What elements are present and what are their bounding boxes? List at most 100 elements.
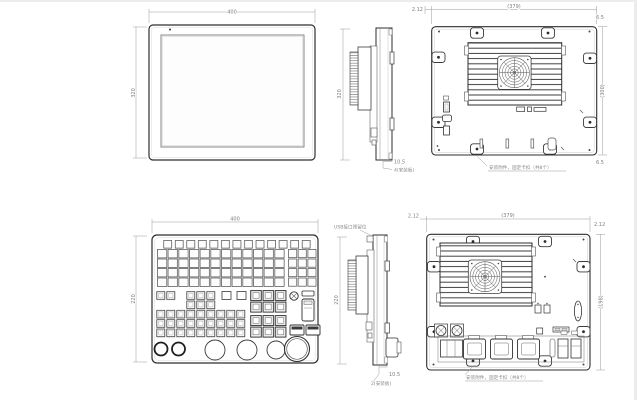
module-connector	[570, 338, 582, 359]
display-front-height-dim: 320	[131, 88, 137, 98]
mount-clip	[538, 355, 552, 367]
display-rear-clip-note: 安装附件，固定卡扣（共8个）	[489, 164, 552, 171]
display-rear-corner-bottom-dim: 6.5	[596, 160, 604, 166]
wide-key-bar	[291, 326, 303, 330]
key-group	[216, 309, 246, 338]
side-heatsink-body	[357, 46, 372, 111]
button-hole	[266, 340, 286, 360]
panel-clip	[384, 322, 390, 334]
usb-connector-side	[366, 235, 374, 243]
display-screen	[160, 34, 305, 148]
usb-port	[443, 101, 450, 113]
fan-grille	[497, 55, 532, 90]
io-connector	[527, 106, 532, 112]
side-heatsink-fins	[347, 259, 357, 311]
cable-gland	[547, 137, 557, 151]
power-led	[169, 28, 171, 31]
potentiometer-knob	[171, 341, 186, 357]
heavy-connector	[517, 338, 540, 360]
keyboard-side-usb-note: USB接口预留位	[334, 224, 367, 231]
bottom-connector-strip	[437, 330, 585, 363]
vent-slot	[479, 138, 484, 149]
keyboard-front-height-dim: 220	[131, 294, 137, 304]
db-connector	[574, 300, 583, 322]
button-hole	[204, 339, 226, 361]
scan-edge-right	[634, 0, 637, 400]
keyboard-rear-offset-dim: 2.12	[408, 214, 419, 220]
keyboard-front-width-dim: 400	[230, 217, 240, 223]
keyboard-rear-height-dim: (198)	[599, 295, 605, 308]
side-heatsink-fins	[349, 51, 359, 106]
display-front-width-dim: 400	[227, 10, 237, 16]
keyboard-rear-corner-dim: 2.12	[594, 222, 605, 228]
function-key-row	[162, 240, 312, 249]
panel-clip	[389, 51, 395, 65]
display-side-depth-dim: 10.5	[394, 160, 405, 166]
jog-key-block	[250, 315, 287, 338]
vent-slot	[505, 138, 510, 149]
keyboard-rear-width-dim: (379)	[501, 213, 514, 219]
keyboard-side-view: USB接口预留位 220 10.5	[333, 223, 402, 388]
keyboard-rear-view: 2.12 (379) 2.12 (198)	[407, 212, 606, 381]
vent-slot	[530, 138, 535, 149]
key	[236, 291, 247, 300]
mount-clip	[431, 51, 446, 63]
key-group	[186, 309, 216, 338]
mount-clip	[470, 27, 484, 39]
scan-edge-top	[0, 0, 637, 2]
display-side-view: 320 10.5 4(安装板)	[336, 27, 415, 174]
key-group	[156, 291, 176, 301]
main-key-block	[157, 249, 285, 287]
display-rear-width-dim: (379)	[507, 4, 520, 10]
side-heatsink-body	[355, 255, 369, 315]
panel-clip	[384, 260, 390, 272]
keyboard-side-depth-dim: 10.5	[389, 372, 400, 378]
mount-clip	[576, 261, 591, 273]
display-side-height-dim: 320	[337, 89, 343, 99]
round-connector	[434, 323, 448, 338]
mount-clip	[583, 52, 597, 64]
key	[221, 291, 232, 300]
key-group	[186, 300, 216, 310]
mount-clip	[541, 27, 555, 39]
keyboard-rear-clip-note: 安装附件，固定卡扣（共8个）	[466, 374, 529, 381]
potentiometer-knob	[153, 341, 169, 357]
keyboard-side-height-dim: 220	[334, 295, 340, 305]
vga-connector	[442, 114, 452, 122]
mount-clip	[538, 235, 552, 248]
io-connector	[536, 327, 544, 335]
module-connector	[557, 338, 569, 359]
key-group	[186, 291, 216, 301]
display-rear-corner-top-dim: 6.5	[596, 15, 604, 21]
io-connector	[516, 106, 526, 112]
wide-key-bar	[307, 326, 319, 330]
io-connector	[534, 304, 542, 314]
fan-grille	[467, 259, 503, 294]
mount-clip	[576, 326, 591, 338]
keyboard-front-view: 400 220	[130, 216, 321, 364]
io-connector	[543, 304, 551, 314]
display-side-mount-note: 4(安装板)	[394, 167, 414, 174]
terminal-block	[440, 339, 463, 358]
round-connector	[450, 323, 464, 338]
display-front-view: 400 320	[130, 9, 316, 161]
panel-clip	[389, 117, 395, 131]
handwheel-side	[385, 337, 399, 358]
nav-key-block	[288, 249, 317, 287]
display-rear-height-dim: (300)	[600, 84, 606, 97]
jog-key-block	[250, 290, 287, 313]
key-switch-knob	[289, 291, 299, 301]
button-hole	[236, 339, 258, 361]
display-rear-offset-dim: 2.12	[412, 7, 423, 13]
mount-clip	[427, 261, 441, 273]
display-side-panel	[375, 27, 393, 161]
heavy-connector	[490, 338, 513, 360]
heavy-connector	[463, 338, 486, 360]
usb-port	[443, 125, 450, 136]
band-selector	[301, 290, 315, 322]
keyboard-side-mount-note: 2(安装板)	[371, 380, 391, 387]
io-connector	[533, 107, 547, 112]
key-group	[156, 309, 186, 338]
